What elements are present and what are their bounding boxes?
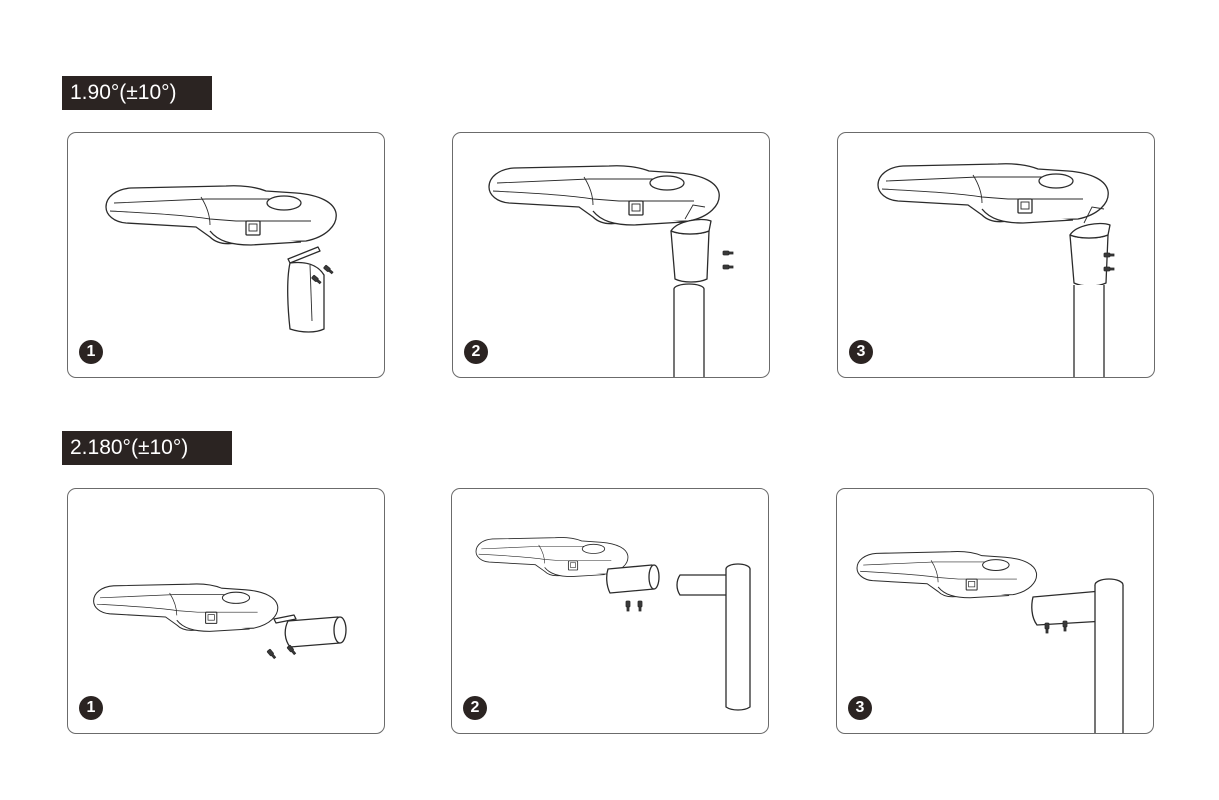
fixture-illustration [488, 165, 734, 377]
fixture-illustration [475, 537, 751, 711]
section-title-180-degree: 2.180°(±10°) [62, 431, 232, 465]
panel-180-step-1: 1 [67, 488, 385, 734]
step-number-badge: 2 [463, 696, 487, 720]
panel-90-step-2: 2 [452, 132, 770, 378]
panel-180-step-2: 2 [451, 488, 769, 734]
step-number-badge: 3 [848, 696, 872, 720]
section-title-90-degree: 1.90°(±10°) [62, 76, 212, 110]
step-number-badge: 1 [79, 340, 103, 364]
panel-180-step-3: 3 [836, 488, 1154, 734]
step-number-badge: 1 [79, 696, 103, 720]
fixture-illustration [877, 163, 1115, 377]
step-number-badge: 2 [464, 340, 488, 364]
fixture-illustration [93, 583, 347, 660]
fixture-illustration [856, 551, 1124, 733]
step-number-badge: 3 [849, 340, 873, 364]
panel-90-step-3: 3 [837, 132, 1155, 378]
panel-90-step-1: 1 [67, 132, 385, 378]
fixture-illustration [105, 185, 337, 333]
